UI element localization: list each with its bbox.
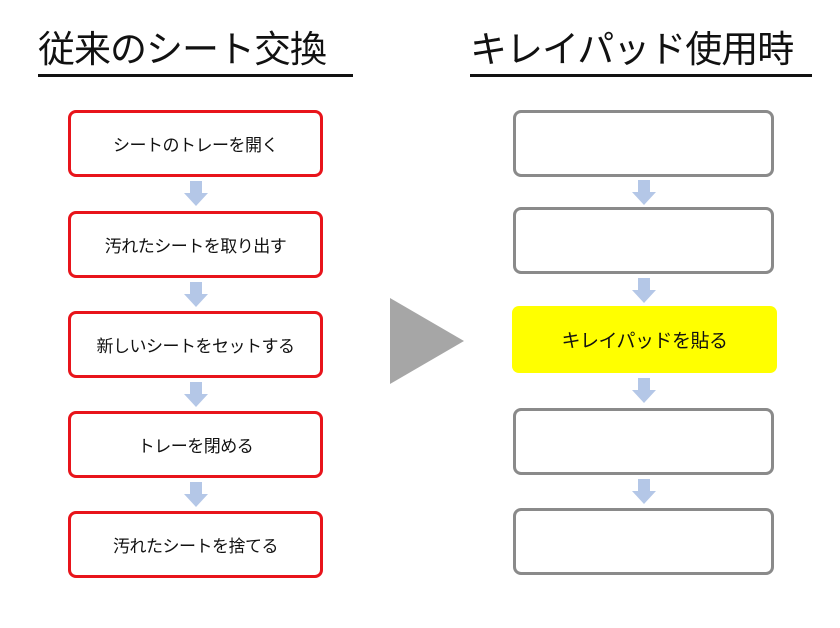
right-step-4 <box>513 408 774 475</box>
left-step-4: トレーを閉める <box>68 411 323 478</box>
right-step-3-highlight: キレイパッドを貼る <box>512 306 777 373</box>
left-title: 従来のシート交換 <box>38 28 327 71</box>
right-step-1 <box>513 110 774 177</box>
right-title: キレイパッド使用時 <box>470 28 794 71</box>
left-step-1: シートのトレーを開く <box>68 110 323 177</box>
down-arrow-icon <box>632 180 656 205</box>
down-arrow-icon <box>184 382 208 407</box>
down-arrow-icon <box>184 181 208 206</box>
left-title-underline <box>38 74 353 77</box>
left-step-5: 汚れたシートを捨てる <box>68 511 323 578</box>
transition-triangle-icon <box>390 298 464 388</box>
left-step-2: 汚れたシートを取り出す <box>68 211 323 278</box>
right-step-5 <box>513 508 774 575</box>
down-arrow-icon <box>632 479 656 504</box>
right-step-2 <box>513 207 774 274</box>
down-arrow-icon <box>632 378 656 403</box>
left-step-3: 新しいシートをセットする <box>68 311 323 378</box>
down-arrow-icon <box>184 482 208 507</box>
down-arrow-icon <box>184 282 208 307</box>
down-arrow-icon <box>632 278 656 303</box>
right-title-underline <box>470 74 812 77</box>
